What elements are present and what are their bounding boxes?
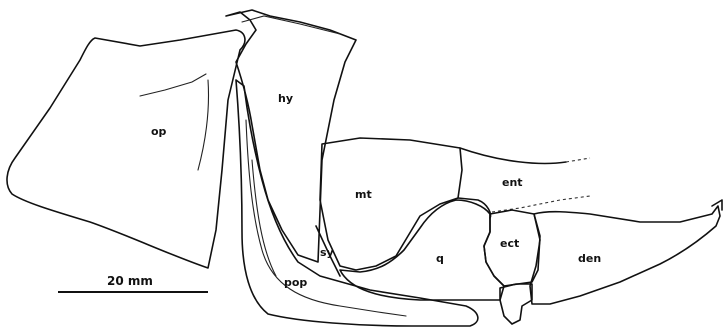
opercle-bone [7, 30, 245, 268]
label-pop: pop [284, 276, 307, 289]
label-mt: mt [355, 188, 372, 201]
hyomandibular-bone [226, 10, 356, 262]
label-hy: hy [278, 92, 293, 105]
label-den: den [578, 252, 601, 265]
label-q: q [436, 252, 444, 265]
label-ect: ect [500, 237, 519, 250]
metapterygoid-bone [320, 138, 462, 270]
label-op: op [151, 125, 167, 138]
dentary-bone [530, 200, 722, 304]
articular-joint [500, 284, 532, 324]
entopterygoid-bone [458, 148, 590, 218]
scale-bar-label: 20 mm [107, 274, 153, 288]
label-sy: sy [320, 246, 334, 259]
scale-bar: 20 mm [58, 274, 208, 292]
label-ent: ent [502, 176, 523, 189]
